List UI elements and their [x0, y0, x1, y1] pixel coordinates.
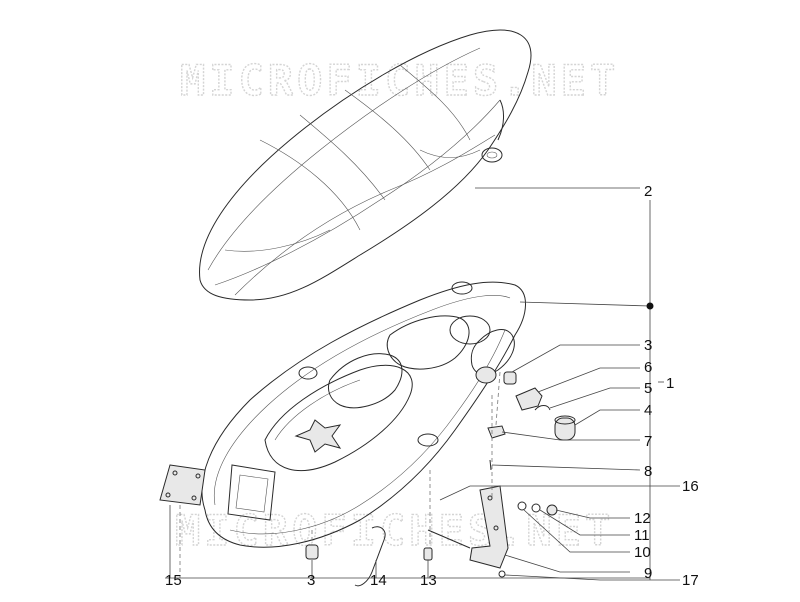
- helmet-compartment: [201, 281, 526, 548]
- leader-lines: [165, 187, 680, 581]
- callout-15: 15: [165, 572, 182, 589]
- pin-13: [423, 547, 433, 561]
- nut-12: [546, 504, 558, 516]
- callout-4: 4: [644, 402, 652, 419]
- callout-14: 14: [370, 572, 387, 589]
- callout-5: 5: [644, 380, 652, 397]
- callout-3-upper: 3: [644, 337, 652, 354]
- callout-7: 7: [644, 433, 652, 450]
- callout-12: 12: [634, 510, 651, 527]
- rod-16: [427, 529, 471, 549]
- callout-3-lower: 3: [307, 572, 315, 589]
- bumper-3-upper: [503, 371, 517, 385]
- watermark-top: MICROFICHES.NET: [180, 56, 619, 105]
- callout-labels: 2 3 6 5 1 4 7 8 16 12 11 10 9 17 15 3 14…: [165, 183, 699, 589]
- clip-5: [534, 405, 551, 411]
- assembly-lines: [179, 371, 501, 578]
- callout-10: 10: [634, 544, 651, 561]
- screw-8: [489, 459, 492, 471]
- small-parts: [159, 371, 576, 587]
- callout-16: 16: [682, 478, 699, 495]
- bracket-9: [469, 485, 509, 569]
- star-emblem: [294, 419, 342, 453]
- callout-1: 1: [666, 375, 674, 392]
- watermark-bottom: MICROFICHES.NET: [175, 506, 614, 555]
- callout-2: 2: [644, 183, 652, 200]
- washer-17: [498, 570, 506, 578]
- callout-13: 13: [420, 572, 437, 589]
- seat-cushion: [199, 29, 532, 301]
- bumper-3-lower: [305, 544, 319, 560]
- cable-14: [354, 526, 386, 587]
- callout-9: 9: [644, 565, 652, 582]
- latch-7: [487, 425, 506, 439]
- callout-6: 6: [644, 359, 652, 376]
- washer-10: [517, 501, 527, 511]
- washer-11: [531, 503, 541, 513]
- bumper-left: [298, 366, 318, 380]
- callout-8: 8: [644, 463, 652, 480]
- callout-17: 17: [682, 572, 699, 589]
- callout-11: 11: [634, 527, 650, 544]
- lock-body-6: [515, 387, 543, 411]
- bumper-right: [417, 433, 439, 447]
- lock-cap-4: [554, 417, 576, 441]
- plate-15: [159, 464, 206, 506]
